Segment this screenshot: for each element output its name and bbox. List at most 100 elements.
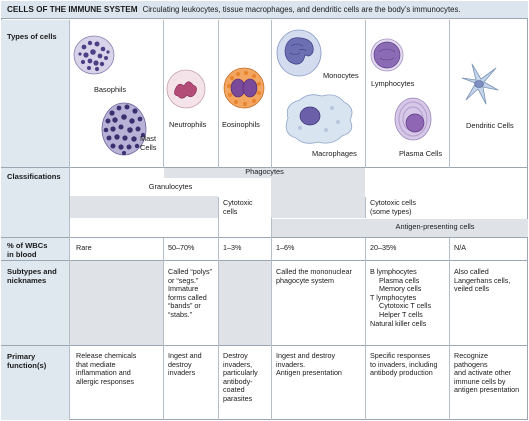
- neutrophil-cell-icon: [166, 69, 206, 109]
- subtypes-neutrophils-1: Called “polys”: [168, 267, 212, 276]
- subtypes-dendritic-1: Also called: [454, 267, 489, 276]
- grid-line-v5a: [449, 20, 450, 168]
- phagocytes-bar: [164, 168, 365, 178]
- mast-cell-icon: [101, 102, 147, 156]
- grid-line-v5b: [449, 238, 450, 420]
- percent-monocytes: 1–6%: [276, 243, 295, 252]
- subtypes-neutrophils-2: or “segs.”: [168, 275, 199, 285]
- antigen-presenting-bar: [272, 219, 528, 237]
- cytotoxic-cells-line-2: cells: [223, 206, 238, 216]
- grid-line-h1: [1, 167, 528, 168]
- cytotoxic-cells-line-1: Cytotoxic: [223, 198, 253, 207]
- antigen-presenting-label: Antigen-presenting cells: [395, 222, 475, 231]
- label-bg-functions: [1, 346, 69, 420]
- mast-cells-label-2: Cells: [140, 143, 157, 152]
- row-label-functions-1: Primary: [7, 352, 36, 361]
- function-neutrophils-1: Ingest and: [168, 351, 202, 360]
- eosinophil-cell-icon: [223, 67, 265, 109]
- row-label-functions-2: function(s): [7, 361, 47, 370]
- grid-line-h4: [1, 345, 528, 346]
- granulocytes-bar: [70, 196, 218, 218]
- dendritic-cells-label: Dendritic Cells: [466, 121, 514, 130]
- subtypes-lymphocytes-1: B lymphocytes: [370, 267, 417, 276]
- label-bg-types: [1, 20, 69, 167]
- label-bg-percent: [1, 238, 69, 260]
- monocyte-class-bar: [271, 178, 365, 218]
- monocyte-cell-icon: [276, 29, 322, 77]
- subtypes-dendritic-2: Langerhans cells,: [454, 275, 511, 285]
- function-monocytes-3: Antigen presentation: [276, 368, 342, 378]
- function-basophils-3: inflammation and: [76, 368, 131, 378]
- function-neutrophils-2: destroy: [168, 359, 192, 369]
- subtypes-monocytes-2: phagocyte system: [276, 275, 334, 285]
- row-label-classifications: Classifications: [7, 172, 61, 181]
- grid-line-v4b: [365, 197, 366, 218]
- function-monocytes-1: Ingest and destroy: [276, 351, 336, 360]
- monocytes-label: Monocytes: [323, 71, 359, 80]
- function-monocytes-2: invaders.: [276, 359, 306, 369]
- subtypes-neutrophils-5: “bands” or: [168, 301, 201, 311]
- subtypes-lymphocytes-2: Plasma cells: [379, 275, 420, 285]
- macrophages-label: Macrophages: [312, 149, 357, 158]
- function-eosinophils-6: parasites: [223, 394, 253, 403]
- plasma-cells-label: Plasma Cells: [399, 149, 443, 158]
- cytotoxic-some-line-1: Cytotoxic cells: [370, 198, 416, 207]
- subtypes-neutrophils-3: Immature: [168, 284, 199, 294]
- function-dendritic-1: Recognize: [454, 351, 488, 360]
- function-lymphocytes-1: Specific responses: [370, 351, 431, 360]
- grid-line-v2a: [218, 20, 219, 168]
- grid-line-v4c: [365, 238, 366, 420]
- dendritic-cell-icon: [461, 63, 499, 105]
- percent-eosinophils: 1–3%: [223, 243, 242, 252]
- cytotoxic-some-line-2: (some types): [370, 206, 412, 216]
- grid-line-h2: [1, 237, 528, 238]
- subtypes-monocytes-1: Called the mononuclear: [276, 267, 352, 276]
- function-eosinophils-5: coated: [223, 385, 245, 395]
- basophil-cell-icon: [73, 35, 115, 75]
- basophils-label: Basophils: [94, 85, 127, 94]
- percent-basophils: Rare: [76, 243, 92, 252]
- function-dendritic-5: antigen presentation: [454, 385, 520, 395]
- function-basophils-2: that mediate: [76, 359, 116, 369]
- function-dendritic-3: and activate other: [454, 368, 512, 378]
- function-lymphocytes-3: antibody production: [370, 368, 433, 378]
- grid-line-v2b: [218, 197, 219, 420]
- neutrophils-label: Neutrophils: [169, 120, 207, 129]
- phagocytes-label: Phagocytes: [245, 167, 284, 176]
- grid-line-v4a: [365, 20, 366, 168]
- function-eosinophils-4: antibody-: [223, 376, 253, 386]
- row-label-subtypes-2: nicknames: [7, 276, 47, 285]
- subtypes-lymphocytes-6: Helper T cells: [379, 310, 423, 319]
- macrophage-cell-icon: [285, 94, 353, 144]
- subtypes-lymphocytes-3: Memory cells: [379, 284, 422, 294]
- row-label-types: Types of cells: [7, 32, 57, 41]
- percent-dendritic: N/A: [454, 243, 466, 252]
- subtypes-lymphocytes-4: T lymphocytes: [370, 292, 417, 302]
- subtypes-basophils-empty: [70, 261, 163, 345]
- lymphocytes-label: Lymphocytes: [371, 79, 415, 88]
- mast-cells-label-1: Mast: [140, 134, 157, 143]
- title-bar: CELLS OF THE IMMUNE SYSTEM Circulating l…: [1, 1, 528, 19]
- subtypes-dendritic-3: veiled cells: [454, 284, 490, 294]
- subtypes-neutrophils-6: “stabs.”: [168, 310, 192, 319]
- grid-line-h3: [1, 260, 528, 261]
- function-dendritic-2: pathogens: [454, 359, 488, 369]
- subtypes-lymphocytes-7: Natural killer cells: [370, 318, 427, 328]
- function-basophils-4: allergic responses: [76, 376, 134, 386]
- function-neutrophils-3: invaders: [168, 368, 196, 378]
- function-eosinophils-2: invaders,: [223, 359, 253, 369]
- figure-subtitle: Circulating leukocytes, tissue macrophag…: [142, 5, 461, 14]
- plasma-cell-icon: [394, 97, 432, 141]
- row-label-percent-1: % of WBCs: [7, 241, 48, 250]
- subtypes-eosinophils-empty: [219, 261, 271, 345]
- granulocytes-label: Granulocytes: [148, 182, 193, 191]
- label-bg-subtypes: [1, 261, 69, 345]
- subtypes-lymphocytes-5: Cytotoxic T cells: [379, 301, 432, 311]
- eosinophils-label: Eosinophils: [222, 120, 260, 129]
- lymphocyte-cell-icon: [370, 38, 404, 72]
- grid-line-v1b: [163, 238, 164, 420]
- percent-lymphocytes: 20–35%: [370, 243, 397, 252]
- percent-neutrophils: 50–70%: [168, 243, 195, 252]
- grid-line-v1a: [163, 20, 164, 168]
- function-basophils-1: Release chemicals: [76, 351, 137, 360]
